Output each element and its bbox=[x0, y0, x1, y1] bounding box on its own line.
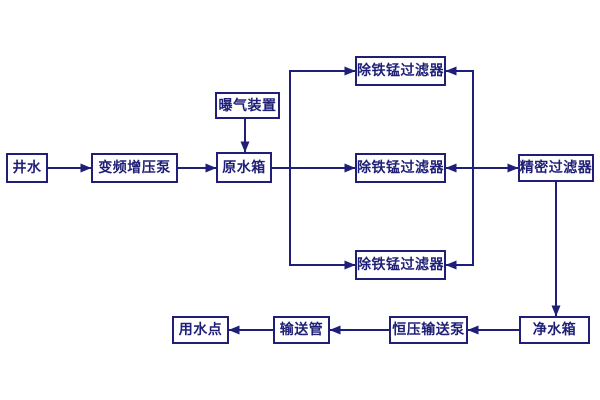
node-raw-water-tank: 原水箱 bbox=[216, 152, 272, 183]
node-water-use-point: 用水点 bbox=[172, 316, 229, 344]
node-delivery-pipe: 输送管 bbox=[273, 316, 330, 344]
node-constant-pressure-delivery-pump: 恒压输送泵 bbox=[389, 316, 468, 344]
node-well-water: 井水 bbox=[6, 153, 48, 183]
node-vfd-booster-pump: 变频增压泵 bbox=[91, 153, 178, 183]
node-aeration-device: 曝气装置 bbox=[215, 92, 280, 119]
node-clean-water-tank: 净水箱 bbox=[519, 316, 590, 344]
node-precision-filter: 精密过滤器 bbox=[518, 154, 594, 182]
node-fe-mn-filter-1: 除铁锰过滤器 bbox=[355, 56, 446, 86]
node-fe-mn-filter-2: 除铁锰过滤器 bbox=[355, 153, 446, 183]
node-fe-mn-filter-3: 除铁锰过滤器 bbox=[355, 250, 446, 280]
